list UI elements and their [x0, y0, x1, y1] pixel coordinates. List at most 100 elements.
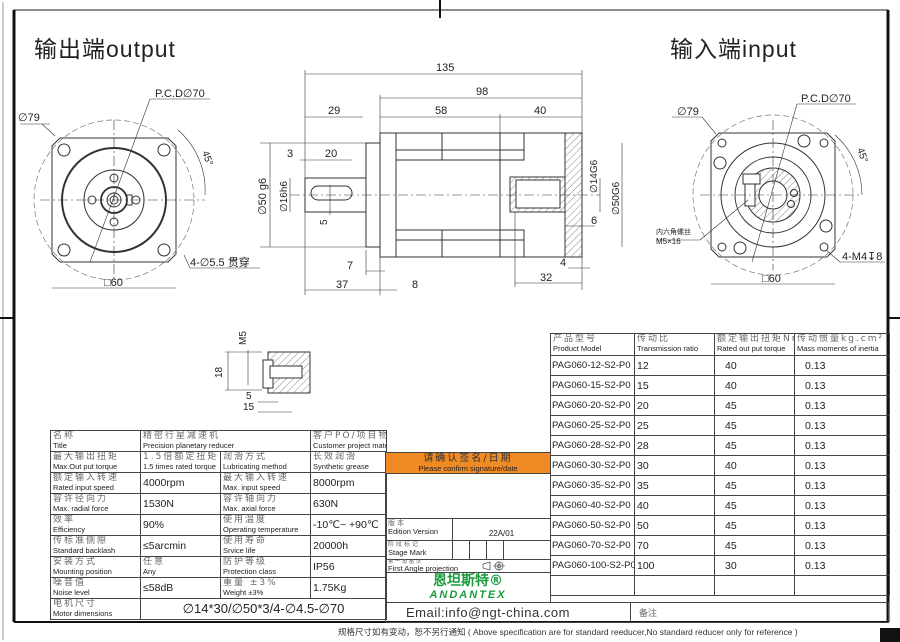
- ratio-cell: 25: [634, 415, 715, 436]
- spec-en: Title: [53, 441, 67, 450]
- header-en: Transmission ratio: [637, 344, 698, 353]
- torque-cell: 45: [714, 515, 795, 536]
- spec-cell: 630N: [310, 493, 388, 515]
- projection-cn: 第一角画法: [388, 559, 424, 565]
- spec-cn: 最大输出扭矩: [53, 452, 120, 463]
- spec-cn: 容许轴向力: [223, 494, 279, 505]
- dim-square: □60: [104, 277, 123, 289]
- spec-cell: 4000rpm: [140, 472, 221, 494]
- spec-value: 630N: [313, 498, 339, 510]
- email-text[interactable]: Email:info@ngt-china.com: [406, 605, 570, 620]
- confirm-signature-box[interactable]: 请确认签名/日期 Please confirm signature/date: [385, 452, 551, 474]
- empty-cell: [794, 575, 890, 596]
- edition-cn: 版本: [388, 519, 406, 527]
- inertia-cell: 0.13: [794, 375, 890, 396]
- spec-cn: 使用温度: [223, 515, 268, 526]
- spec-cn: 1.5倍额定扭矩: [143, 452, 219, 463]
- torque-cell: 45: [714, 475, 795, 496]
- edition-label-cell: 版本 Edition Version: [385, 518, 453, 541]
- dim-m5: M5: [238, 331, 249, 345]
- empty-cell: [634, 575, 715, 596]
- ratio-cell: 35: [634, 475, 715, 496]
- spec-en: Motor dimensions: [53, 609, 113, 618]
- inertia-cell: 0.13: [794, 555, 890, 576]
- spec-cn: 额定输入转速: [53, 473, 120, 484]
- model-cell: PAG060-30-S2-P0: [550, 455, 635, 476]
- header-cn: 产品型号: [553, 334, 598, 345]
- spec-en: Mounting position: [53, 567, 112, 576]
- ratio-cell: 12: [634, 355, 715, 376]
- ratio-cell: 100: [634, 555, 715, 576]
- spec-en: Standard backlash: [53, 546, 116, 555]
- spec-value: IP56: [313, 561, 335, 573]
- inertia-cell: 0.13: [794, 515, 890, 536]
- inertia-cell: 0.13: [794, 435, 890, 456]
- brand-cn: 恩坦斯特®: [433, 573, 503, 589]
- ratio-cell: 50: [634, 515, 715, 536]
- spec-cn: 安装方式: [53, 557, 98, 568]
- header-cn: 传动比: [637, 334, 671, 345]
- torque-cell: 40: [714, 355, 795, 376]
- confirm-cn: 请确认签名/日期: [423, 453, 513, 464]
- key-detail-view: [225, 350, 311, 413]
- model-cell: PAG060-25-S2-P0: [550, 415, 635, 436]
- spec-value: 20000h: [313, 540, 349, 552]
- brand-en: ANDANTEX: [429, 589, 507, 601]
- spec-en: Max.Out put torque: [53, 462, 118, 471]
- spec-cn: 防护等级: [223, 557, 268, 568]
- output-end-title: 输出端output: [34, 36, 176, 62]
- ratio-cell: 40: [634, 495, 715, 516]
- empty-row: [550, 575, 890, 596]
- dim-8: 8: [412, 279, 418, 291]
- spec-cell: -10℃~ +90℃: [310, 514, 388, 536]
- spec-cn: 润滑方式: [223, 452, 268, 463]
- spec-en: Max. input speed: [223, 483, 281, 492]
- edition-en: Edition Version: [388, 527, 439, 536]
- dim-98: 98: [476, 86, 488, 98]
- dim-15-key: 15: [243, 402, 255, 413]
- dim-5-key: 5: [246, 391, 252, 402]
- spec-cell: 20000h: [310, 535, 388, 557]
- first-angle-projection-icon: [482, 561, 505, 571]
- header-en: Mass moments of inertia: [797, 344, 879, 353]
- spec-value: 8000rpm: [313, 477, 355, 489]
- torque-cell: 45: [714, 435, 795, 456]
- ratio-cell: 30: [634, 455, 715, 476]
- spec-cell: 8000rpm: [310, 472, 388, 494]
- spec-cn: 使用寿命: [223, 536, 268, 547]
- edition-value: 22A/01: [488, 529, 515, 538]
- dim-29: 29: [328, 105, 340, 117]
- signature-area[interactable]: [385, 473, 551, 519]
- spec-cell: 1530N: [140, 493, 221, 515]
- inertia-cell: 0.13: [794, 415, 890, 436]
- dim-d50G6: ∅50G6: [611, 181, 622, 215]
- stage-cn: 阶段标记: [388, 541, 421, 548]
- spec-cell: ≤5arcmin: [140, 535, 221, 557]
- spec-en: Weight ±3%: [223, 588, 264, 597]
- dim-7: 7: [347, 260, 353, 272]
- torque-cell: 45: [714, 535, 795, 556]
- spec-cn: 噪音值: [53, 578, 87, 589]
- model-cell: PAG060-15-S2-P0: [550, 375, 635, 396]
- dim-angle-input: 45°: [854, 146, 870, 164]
